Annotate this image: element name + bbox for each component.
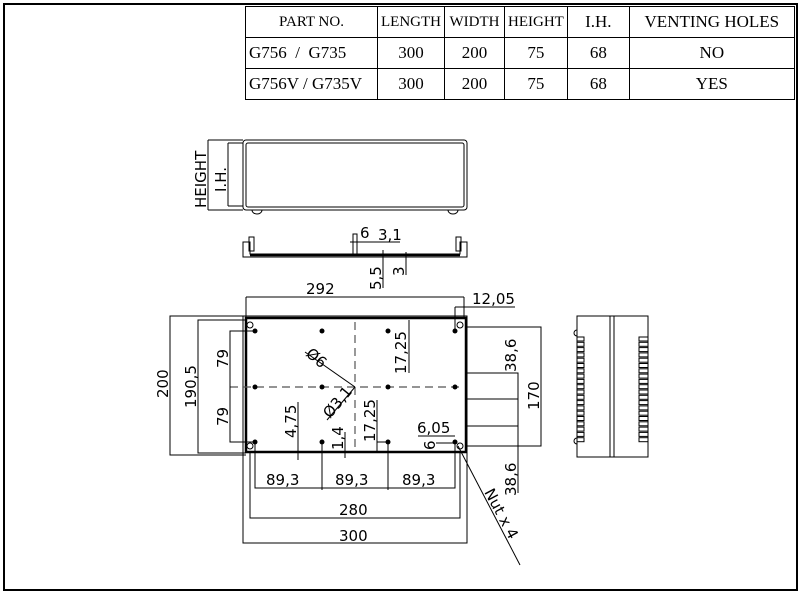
dim-4-75: 4,75	[282, 405, 300, 438]
mounting-hole	[319, 328, 325, 334]
mounting-hole	[452, 328, 458, 334]
mounting-hole	[252, 384, 258, 390]
vent-slot	[638, 378, 649, 384]
dim-292: 292	[306, 280, 335, 298]
dim-38-6-bottom: 38,6	[502, 463, 520, 496]
dim-6: 6	[421, 440, 439, 450]
vent-slot	[638, 389, 649, 395]
table-row: G756V / G735V 300 200 75 68 YES	[245, 68, 795, 100]
end-view	[573, 315, 649, 458]
mounting-hole	[319, 384, 325, 390]
vent-slot	[638, 357, 649, 363]
nut-symbol	[456, 442, 464, 450]
cell-venting: YES	[628, 68, 795, 100]
vent-slot	[576, 384, 585, 390]
mounting-hole	[385, 328, 391, 334]
dim-280: 280	[339, 501, 368, 519]
cell-part: G756V / G735V	[245, 68, 378, 100]
vent-slot	[638, 363, 649, 368]
vent-slot	[576, 421, 585, 427]
plan-view: 292 12,05 200 190,5 79 79 Ø6 Ø3,1 17,25 …	[154, 280, 543, 566]
cell-ih: 68	[566, 68, 630, 100]
cell-width: 200	[444, 68, 505, 100]
dim-17-25-bottom: 17,25	[361, 399, 379, 442]
dim-170: 170	[525, 381, 543, 410]
vent-slot	[576, 431, 585, 437]
mounting-hole	[385, 384, 391, 390]
table-header-row: PART NO. LENGTH WIDTH HEIGHT I.H. VENTIN…	[245, 6, 795, 38]
nut-symbol	[246, 321, 254, 329]
vent-slot	[638, 336, 649, 342]
cell-height: 75	[504, 37, 568, 69]
dim-1-4: 1,4	[329, 426, 347, 450]
vent-slot	[576, 426, 585, 432]
vent-slot	[638, 426, 649, 432]
dim-17-25-top: 17,25	[392, 331, 410, 374]
vent-slot	[638, 368, 649, 374]
vent-slot	[576, 352, 585, 358]
mounting-hole	[452, 384, 458, 390]
dim-89-3: 89,3	[402, 471, 435, 489]
dim-190-5: 190,5	[182, 365, 200, 408]
vent-slot	[576, 368, 585, 374]
dim-300: 300	[339, 527, 368, 545]
dim-3-1: 3,1	[378, 226, 402, 244]
header-length: LENGTH	[377, 6, 445, 38]
dim-6-05: 6,05	[417, 419, 450, 437]
vent-slot	[638, 384, 649, 390]
ih-label: I.H.	[212, 167, 230, 192]
nut-symbol	[456, 321, 464, 329]
vent-slot	[576, 400, 585, 406]
vent-slot	[576, 363, 585, 368]
side-view: HEIGHT I.H.	[192, 139, 468, 215]
vent-slot	[576, 410, 585, 416]
vent-slot	[576, 405, 585, 411]
vent-slot	[576, 389, 585, 395]
vent-slot	[638, 394, 649, 400]
dim-200: 200	[154, 369, 172, 398]
vent-slot	[638, 410, 649, 416]
vent-slot	[638, 400, 649, 406]
dim-12-05: 12,05	[472, 290, 515, 308]
dim-dia6: Ø6	[302, 344, 330, 372]
spec-table: PART NO. LENGTH WIDTH HEIGHT I.H. VENTIN…	[245, 6, 795, 100]
vent-slot	[638, 341, 649, 347]
dim-3: 3	[390, 266, 408, 276]
vent-slot	[638, 373, 649, 379]
dim-89-3: 89,3	[266, 471, 299, 489]
dim-79-bottom: 79	[214, 407, 232, 426]
drawing-frame	[3, 3, 798, 591]
vent-slot	[576, 336, 585, 342]
vent-slot	[576, 373, 585, 379]
cell-length: 300	[377, 68, 445, 100]
vent-slot	[638, 431, 649, 437]
dim-dia3-1: Ø3,1	[319, 383, 356, 422]
dim-5-5: 5,5	[367, 266, 385, 290]
vent-slot	[576, 437, 585, 443]
vent-slot	[638, 352, 649, 358]
vent-slot	[638, 421, 649, 427]
dim-79-top: 79	[214, 349, 232, 368]
vent-slot	[576, 378, 585, 384]
vent-slot	[638, 437, 649, 443]
nut-symbol	[246, 442, 254, 450]
dim-6: 6	[360, 224, 370, 242]
vent-slot	[576, 341, 585, 347]
height-label: HEIGHT	[192, 150, 210, 208]
lid-view: 6 3,1 5,5 3	[242, 224, 468, 290]
header-venting: VENTING HOLES	[628, 6, 795, 38]
vent-slot	[638, 416, 649, 421]
vent-slot	[638, 347, 649, 353]
header-width: WIDTH	[444, 6, 505, 38]
dim-38-6-top: 38,6	[502, 339, 520, 372]
cell-height: 75	[504, 68, 568, 100]
vent-slot	[638, 405, 649, 411]
vent-slot	[576, 416, 585, 421]
vent-slot	[576, 357, 585, 363]
vent-slot	[576, 347, 585, 353]
vent-slot	[576, 394, 585, 400]
dim-89-3: 89,3	[335, 471, 368, 489]
